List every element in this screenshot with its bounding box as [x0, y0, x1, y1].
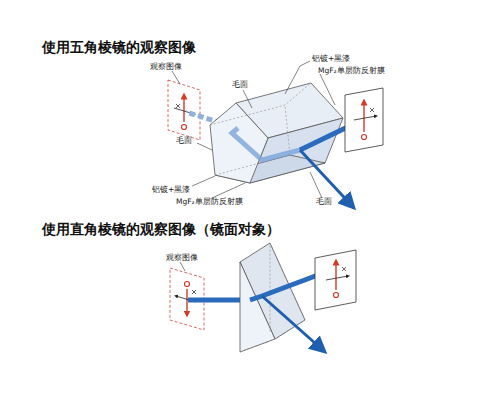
- screen-label: 观察图像: [166, 254, 198, 262]
- coating-label: MgF₂单层防反射膜: [318, 67, 385, 75]
- section-heading: 使用五角棱镜的观察图像: [42, 40, 196, 55]
- screen-label: 观察图像: [150, 63, 182, 71]
- surface-label: 毛面: [316, 198, 332, 206]
- leader-lines: [172, 61, 335, 198]
- coating-label: 铝镀+黑漆: [312, 55, 350, 63]
- object-screen: [315, 250, 356, 310]
- observed-screen: [168, 80, 200, 140]
- coating-label: 铝镀+黑漆: [152, 186, 190, 194]
- object-screen: [345, 88, 383, 152]
- coating-label: MgF₂单层防反射膜: [176, 198, 243, 206]
- surface-label: 毛面: [176, 137, 192, 145]
- section-heading: 使用直角棱镜的观察图像（镜面对象）: [42, 222, 280, 237]
- pentaprism: [210, 83, 343, 183]
- surface-label: 毛面: [232, 81, 248, 89]
